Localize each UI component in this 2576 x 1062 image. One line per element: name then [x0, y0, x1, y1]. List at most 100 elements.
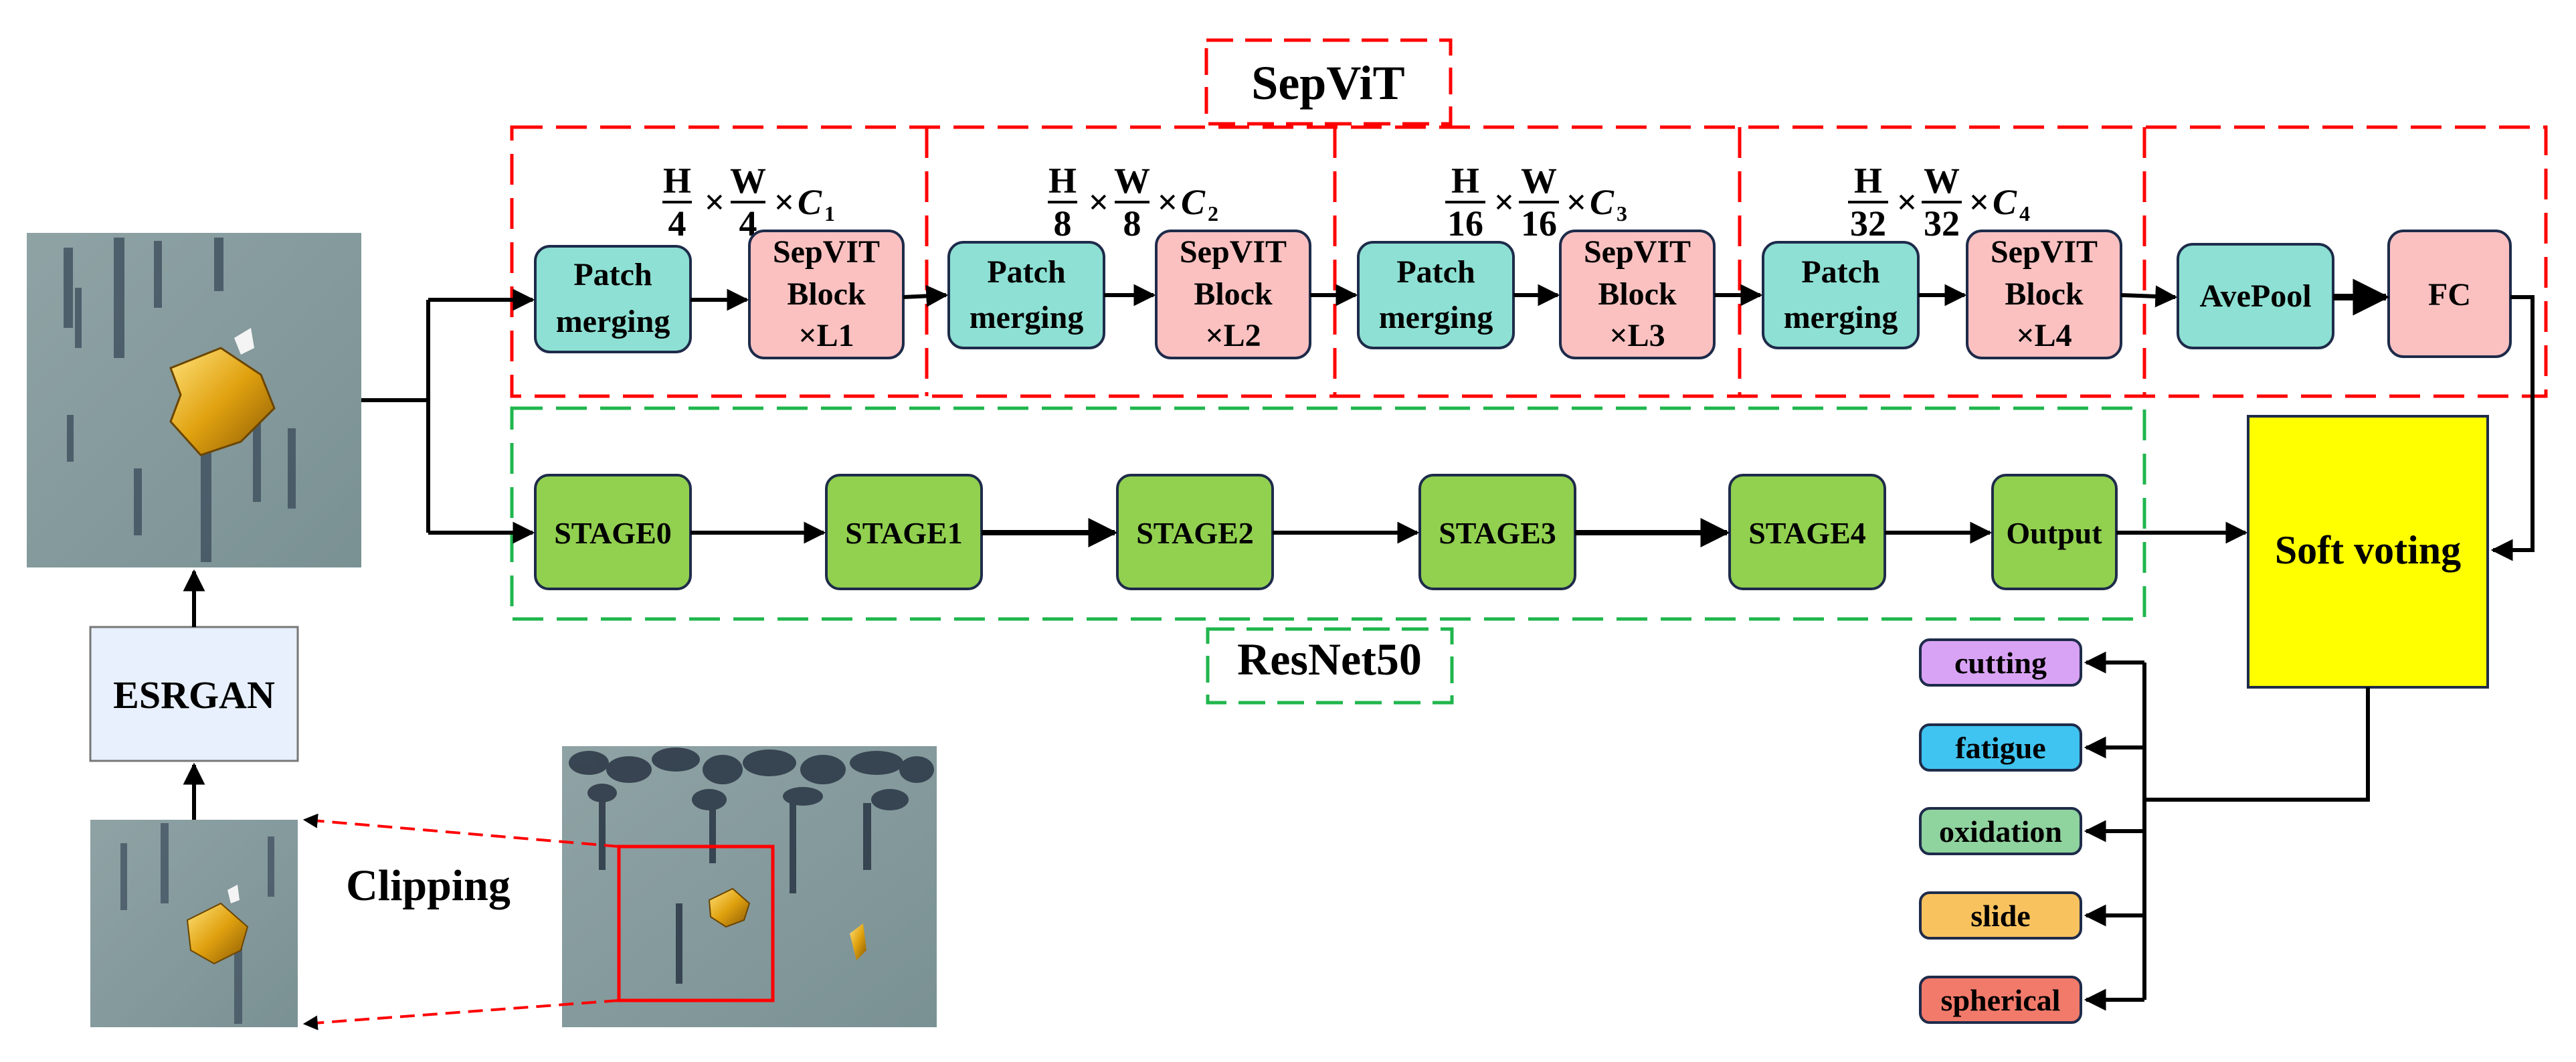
dims-w-3: W	[1521, 161, 1557, 201]
dims-stage-3: H 16 × W 16 × C 3	[1445, 161, 1627, 244]
dims-times-2b: ×	[1158, 182, 1178, 222]
dims-stage-1: H 4 × W 4 × C 1	[662, 161, 835, 244]
class-label-cutting: cutting	[1954, 646, 2047, 680]
original-micrograph	[562, 746, 937, 1027]
sepvit-block-label-1c: ×L1	[798, 318, 854, 353]
connectors	[183, 278, 2535, 1011]
resnet-dashed-frame	[510, 406, 2146, 621]
dims-times-4b: ×	[1969, 182, 1990, 222]
sepvit-block-label-2b: Block	[1194, 276, 1273, 312]
dims-c-sub-4: 4	[2019, 201, 2030, 226]
dims-w-4: W	[1924, 161, 1960, 201]
dims-c-3: C	[1590, 182, 1615, 222]
sepvit-region: SepViT	[510, 38, 2548, 398]
dims-h-3: H	[1451, 161, 1479, 201]
dims-w-1: W	[730, 161, 766, 201]
resnet-region: ResNet50	[510, 406, 2146, 705]
dims-times-3b: ×	[1566, 182, 1587, 222]
resnet-title-box	[1206, 627, 1454, 705]
sepvit-block-label-4c: ×L4	[2016, 318, 2072, 353]
sepvit-block-label-3c: ×L3	[1609, 318, 1665, 353]
sepvit-dims: H 4 × W 4 × C 1 H 8 × W 8 × C 2 H	[662, 161, 2030, 244]
patch-merging-label-2a: Patch	[987, 254, 1065, 290]
main-micrograph	[27, 233, 361, 567]
sepvit-block-label-3b: Block	[1598, 276, 1677, 312]
esrgan-box	[89, 626, 299, 762]
dims-times-2a: ×	[1089, 182, 1109, 222]
resnet-stage-label-4: STAGE4	[1748, 516, 1866, 550]
dims-w-den-2: 8	[1123, 203, 1141, 244]
dims-w-den-4: 32	[1924, 203, 1960, 244]
sepvit-block-label-1b: Block	[787, 276, 866, 312]
sepvit-title-box	[1204, 38, 1453, 126]
dims-w-2: W	[1114, 161, 1150, 201]
patch-merging-label-3b: merging	[1379, 300, 1493, 335]
sepvit-block-label-4b: Block	[2005, 276, 2084, 312]
esrgan-group: ESRGAN	[89, 626, 299, 762]
dims-h-den-3: 16	[1447, 203, 1483, 244]
sepvit-title: SepViT	[1251, 56, 1404, 110]
resnet-output-label: Output	[2006, 516, 2102, 550]
class-box-slide	[1919, 891, 2082, 940]
class-box-fatigue	[1919, 723, 2082, 772]
patch-merging-label-3a: Patch	[1396, 254, 1475, 290]
dims-h-den-1: 4	[668, 203, 686, 244]
sepvit-dashed-frame	[510, 125, 2548, 398]
dims-c-sub-2: 2	[1208, 201, 1218, 226]
patch-merging-label-4b: merging	[1784, 300, 1898, 335]
resnet-stage-label-0: STAGE0	[554, 516, 672, 550]
class-box-cutting	[1919, 638, 2082, 687]
sepvit-block-label-1a: SepVIT	[773, 234, 880, 270]
resnet-stage-label-1: STAGE1	[845, 516, 963, 550]
soft-voting-group: Soft voting	[2247, 415, 2489, 689]
class-label-fatigue: fatigue	[1955, 731, 2045, 765]
sepvit-boxes: Patch merging SepVIT Block ×L1 Patch mer…	[534, 230, 2512, 359]
clipping-label: Clipping	[346, 861, 511, 910]
class-label-spherical: spherical	[1941, 983, 2061, 1017]
fc-label: FC	[2428, 277, 2471, 313]
dims-h-4: H	[1854, 161, 1882, 201]
dims-times-3a: ×	[1494, 182, 1515, 222]
dims-c-sub-1: 1	[824, 201, 835, 226]
patch-merging-label-4a: Patch	[1801, 254, 1879, 290]
class-box-oxidation	[1919, 807, 2082, 855]
dims-stage-2: H 8 × W 8 × C 2	[1048, 161, 1218, 244]
dims-w-den-3: 16	[1521, 203, 1557, 244]
sepvit-block-label-4a: SepVIT	[1991, 234, 2098, 270]
dims-times-4a: ×	[1897, 182, 1918, 222]
sepvit-block-box-1	[748, 230, 905, 359]
class-box-spherical	[1919, 976, 2082, 1024]
clipping-window	[617, 845, 775, 1002]
clipped-micrograph	[90, 820, 298, 1027]
dims-c-2: C	[1181, 182, 1206, 222]
dims-c-4: C	[1993, 182, 2017, 222]
dims-times-1b: ×	[774, 182, 795, 222]
dims-c-sub-3: 3	[1617, 201, 1627, 226]
sepvit-block-box-4	[1966, 230, 2122, 359]
dims-h-1: H	[663, 161, 691, 201]
patch-merging-label-1a: Patch	[573, 257, 652, 292]
dims-times-1a: ×	[705, 182, 725, 222]
resnet-stage-label-2: STAGE2	[1136, 516, 1254, 550]
sepvit-block-label-3a: SepVIT	[1584, 234, 1691, 270]
resnet-stage-label-3: STAGE3	[1439, 516, 1556, 550]
resnet-title: ResNet50	[1237, 634, 1422, 685]
soft-voting-box	[2247, 415, 2489, 689]
clipping-guides	[302, 813, 620, 1031]
class-labels: cutting fatigue oxidation slide spherica…	[1919, 638, 2082, 1024]
class-label-oxidation: oxidation	[1939, 814, 2062, 849]
dims-c-1: C	[798, 182, 822, 222]
dims-h-den-2: 8	[1054, 203, 1072, 244]
avepool-label: AvePool	[2199, 278, 2311, 314]
dims-h-den-4: 32	[1850, 203, 1886, 244]
sepvit-block-label-2a: SepVIT	[1180, 234, 1287, 270]
class-label-slide: slide	[1970, 899, 2030, 933]
soft-voting-label: Soft voting	[2275, 528, 2461, 572]
patch-merging-label-2b: merging	[970, 300, 1084, 335]
resnet-boxes: STAGE0 STAGE1 STAGE2 STAGE3 STAGE4 Outpu…	[534, 474, 2118, 590]
sepvit-block-label-2c: ×L2	[1205, 318, 1261, 353]
dims-stage-4: H 32 × W 32 × C 4	[1848, 161, 2030, 244]
dims-h-2: H	[1048, 161, 1077, 201]
patch-merging-label-1b: merging	[556, 304, 670, 339]
